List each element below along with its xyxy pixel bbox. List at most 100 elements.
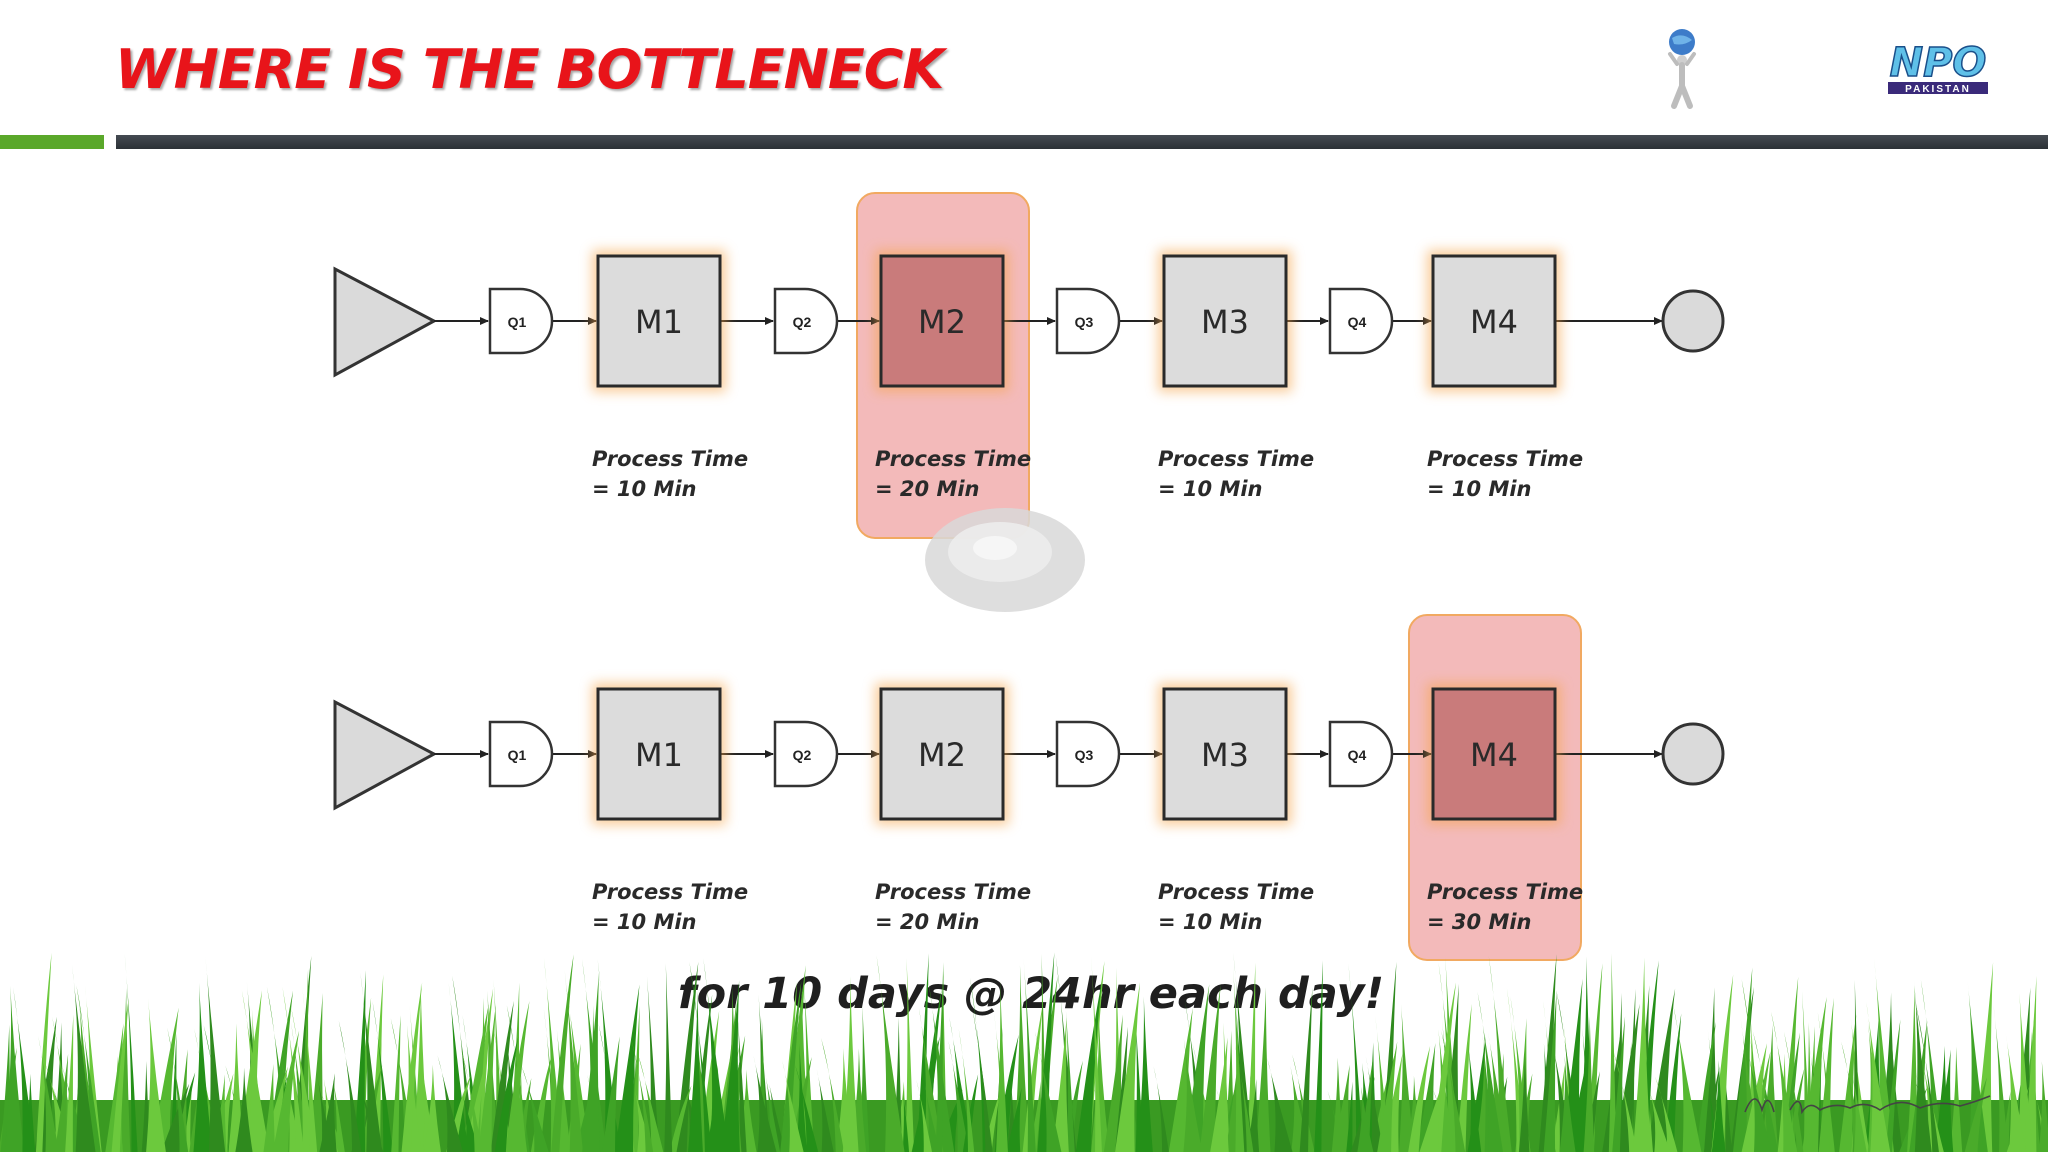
grass-blade: [124, 953, 138, 1152]
grass-blade: [925, 1091, 941, 1152]
grass-blade: [316, 1071, 333, 1152]
grass-blade: [1488, 955, 1512, 1152]
grass-blade: [460, 1047, 483, 1152]
queue-label: Q2: [793, 314, 812, 330]
grass-blade: [1255, 987, 1271, 1152]
queue-label: Q1: [508, 314, 527, 330]
grass-blade: [1246, 962, 1256, 1152]
grass-blade: [803, 975, 815, 1152]
grass-blade: [205, 956, 226, 1152]
grass-blade: [916, 953, 929, 1152]
machine-box: [1431, 687, 1557, 821]
grass-blade: [796, 1043, 807, 1152]
grass-blade: [816, 1068, 834, 1152]
grass-blade: [669, 1085, 692, 1152]
grass-blade: [689, 962, 712, 1152]
process-time-label: Process Time: [1427, 447, 1583, 471]
grass-blade: [1518, 1050, 1530, 1152]
person-with-globe-icon: [1668, 29, 1696, 109]
grass-blade: [876, 955, 905, 1152]
grass-blade: [1225, 1061, 1239, 1152]
grass-blade: [795, 1064, 819, 1152]
queue-shape: [1328, 287, 1394, 355]
grass-blade: [1052, 1017, 1069, 1152]
machine-box: [879, 687, 1005, 821]
grass-blade: [1967, 980, 1988, 1152]
grass-blade: [111, 998, 129, 1152]
grass-blade: [437, 1055, 463, 1152]
grass-blade: [1034, 1031, 1062, 1152]
grass-blade: [1663, 1013, 1682, 1152]
grass-blade: [1805, 1022, 1813, 1152]
grass-blade: [2001, 1091, 2011, 1152]
grass-blade: [193, 982, 213, 1152]
grass-blade: [1913, 978, 1932, 1152]
grass-blade: [372, 1001, 393, 1152]
grass-blade: [764, 1071, 781, 1152]
grass-blade: [1915, 1003, 1939, 1152]
grass-blade: [510, 1074, 528, 1152]
grass-blade: [1234, 1044, 1254, 1152]
grass-blade: [2038, 1061, 2048, 1152]
machine-label: M3: [1201, 736, 1249, 774]
grass-blade: [38, 1035, 59, 1152]
grass-blade: [1964, 1077, 1987, 1152]
source-triangle: [333, 699, 438, 811]
process-time-value: = 20 Min: [875, 477, 980, 501]
grass-blade: [1696, 1021, 1716, 1152]
grass-blade: [1115, 1026, 1129, 1152]
grass-blade: [1771, 1011, 1798, 1152]
droplet-decoration: [973, 536, 1017, 560]
grass-blade: [174, 1049, 188, 1152]
grass-blade: [753, 1055, 777, 1152]
logo-sub: PAKISTAN: [1905, 84, 1971, 95]
grass-blade: [1632, 957, 1652, 1152]
queue-label: Q3: [1075, 314, 1094, 330]
grass-blade: [35, 952, 52, 1152]
grass-blade: [842, 976, 859, 1152]
grass-blade: [1745, 1038, 1772, 1152]
grass-blade: [1314, 960, 1323, 1152]
grass-blade: [61, 1065, 89, 1152]
process-time-label: Process Time: [1158, 880, 1314, 904]
grass-blade: [1568, 1046, 1590, 1152]
signature: [1744, 1095, 1991, 1115]
grass-blade: [1613, 1051, 1638, 1152]
queue-shape: [773, 720, 839, 788]
grass-blade: [1299, 987, 1313, 1152]
grass-blade: [2005, 1033, 2027, 1152]
grass-blade: [1075, 980, 1102, 1152]
grass-blade: [1612, 1016, 1626, 1152]
grass-blade: [972, 1009, 993, 1152]
grass-blade: [1210, 1037, 1229, 1152]
grass-blade: [228, 1023, 244, 1152]
grass-blade: [308, 993, 325, 1152]
source-triangle: [333, 266, 438, 378]
caption: for 10 days @ 24hr each day!: [678, 969, 1384, 1019]
grass-blade: [1065, 1010, 1075, 1152]
grass-blade: [54, 1053, 69, 1152]
logo-brand: NPO: [1890, 40, 1987, 86]
grass-blade: [478, 1005, 496, 1152]
grass-blade: [521, 1065, 549, 1152]
grass-blade: [551, 954, 574, 1152]
grass-blade: [423, 1064, 441, 1152]
grass-blade: [630, 1036, 654, 1152]
grass-blade: [675, 961, 699, 1152]
grass-blade: [360, 972, 383, 1152]
process-time-label: Process Time: [875, 447, 1031, 471]
grass-blade: [633, 1083, 653, 1152]
grass-blade: [821, 1037, 845, 1152]
grass-blade: [1950, 1046, 1963, 1152]
grass-blade: [1934, 1045, 1951, 1152]
grass-blade: [782, 1060, 804, 1152]
machine-box: [879, 254, 1005, 388]
grass-blade: [996, 980, 1008, 1152]
grass-blade: [1654, 1076, 1678, 1152]
grass-blade: [688, 991, 703, 1152]
machine-label: M4: [1470, 303, 1518, 341]
queue-label: Q4: [1348, 314, 1367, 330]
grass-blade: [247, 1008, 265, 1152]
grass-blade: [1839, 1014, 1857, 1152]
grass-blade: [1153, 1066, 1169, 1152]
